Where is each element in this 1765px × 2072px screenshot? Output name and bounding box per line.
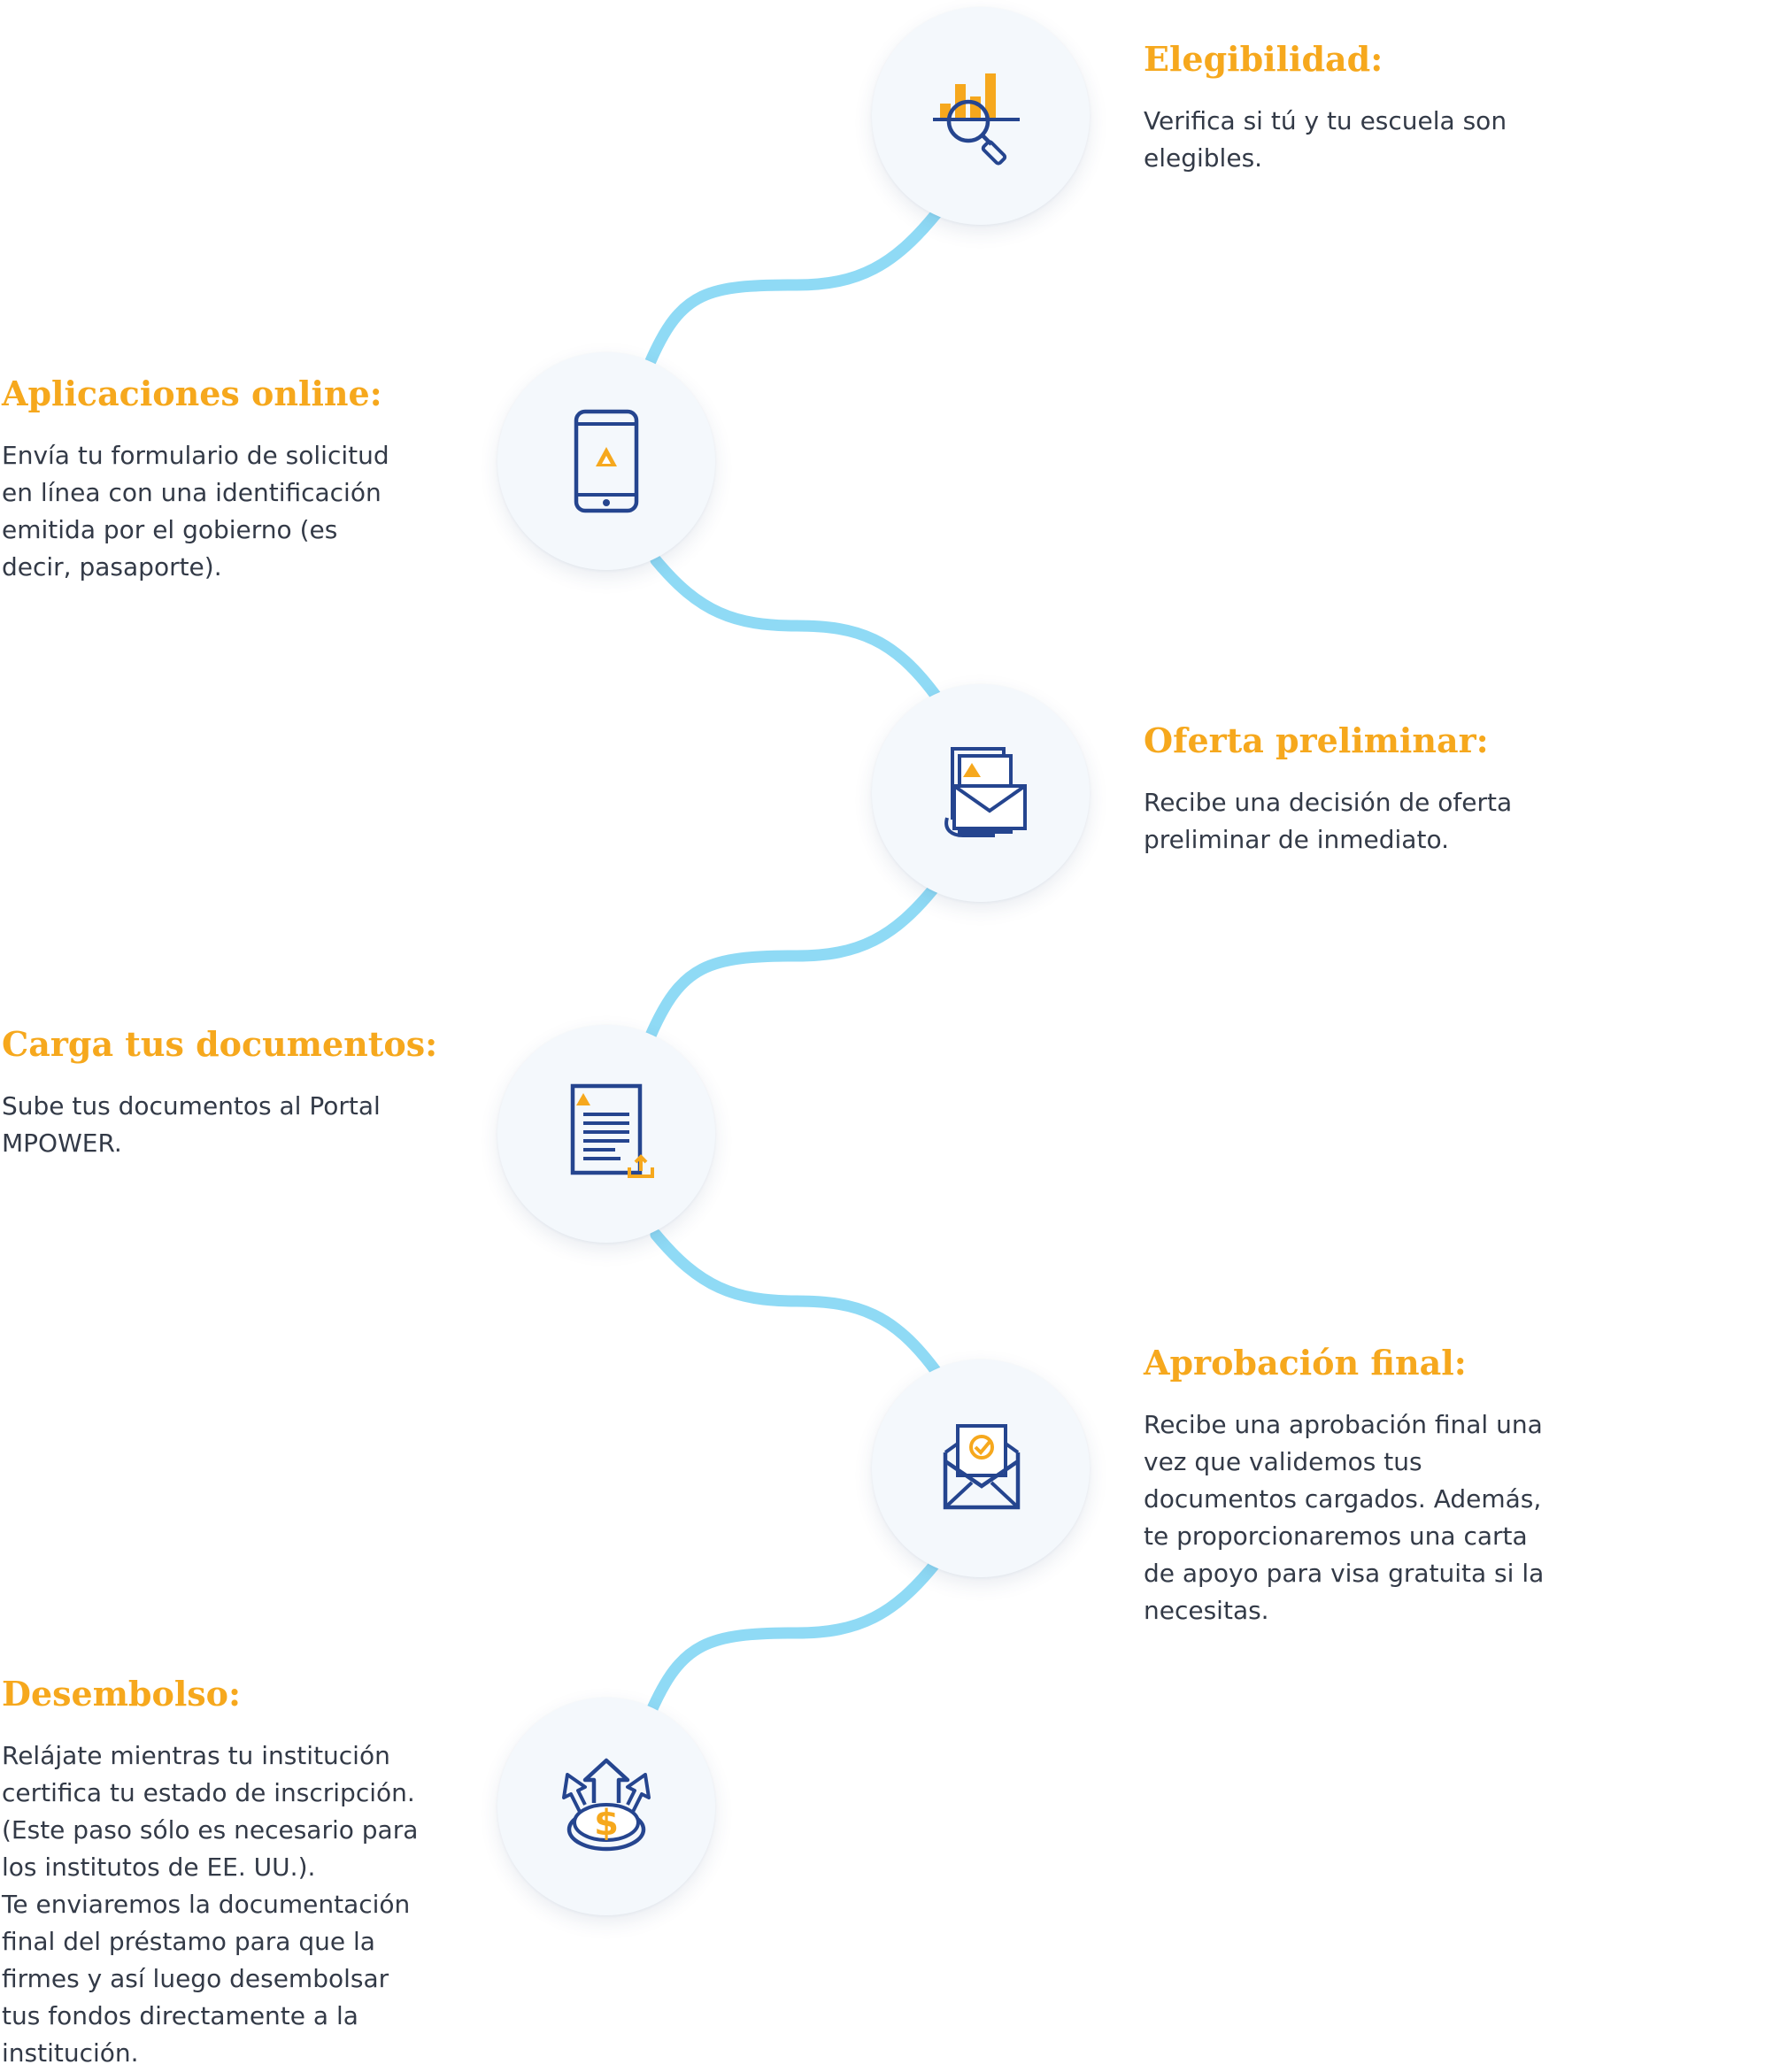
money-arrows-icon: $	[562, 1758, 651, 1852]
step-description: Recibe una decisión de oferta preliminar…	[1144, 787, 1513, 854]
step-description: Envía tu formulario de solicitud en líne…	[2, 440, 389, 582]
document-upload-icon	[570, 1083, 654, 1178]
svg-text:$: $	[594, 1803, 619, 1844]
document-envelope-icon	[944, 747, 1027, 837]
step-text: Oferta preliminar: Recibe una decisión d…	[1144, 720, 1604, 859]
step-title: Elegibilidad:	[1144, 39, 1383, 79]
step-text: Carga tus documentos: Sube tus documento…	[2, 1024, 462, 1162]
step-description: Relájate mientras tu institución certifi…	[2, 1740, 419, 2068]
step-description: Verifica si tú y tu escuela son elegible…	[1144, 105, 1507, 173]
step-icon-circle	[872, 684, 1090, 902]
step-icon-circle	[497, 352, 715, 570]
step-description: Sube tus documentos al Portal MPOWER.	[2, 1090, 381, 1158]
step-icon-circle: $	[497, 1698, 715, 1915]
step-icon-circle	[872, 1360, 1090, 1577]
step-title: Desembolso:	[2, 1674, 242, 1714]
step-description: Recibe una aprobación final una vez que …	[1144, 1409, 1545, 1625]
step-text: Aprobación final: Recibe una aprobación …	[1144, 1343, 1604, 1629]
step-title: Carga tus documentos:	[2, 1024, 438, 1064]
smartphone-icon	[574, 409, 639, 513]
step-text: Elegibilidad: Verifica si tú y tu escuel…	[1144, 39, 1604, 177]
step-text: Aplicaciones online: Envía tu formulario…	[2, 374, 462, 586]
step-icon-circle	[497, 1025, 715, 1243]
envelope-check-icon	[943, 1424, 1021, 1510]
step-text: Desembolso: Relájate mientras tu institu…	[2, 1674, 462, 2072]
step-title: Oferta preliminar:	[1144, 720, 1489, 760]
step-icon-circle	[872, 7, 1090, 225]
step-title: Aplicaciones online:	[2, 374, 382, 413]
magnifier-chart-icon	[933, 73, 1020, 166]
step-title: Aprobación final:	[1144, 1343, 1467, 1383]
